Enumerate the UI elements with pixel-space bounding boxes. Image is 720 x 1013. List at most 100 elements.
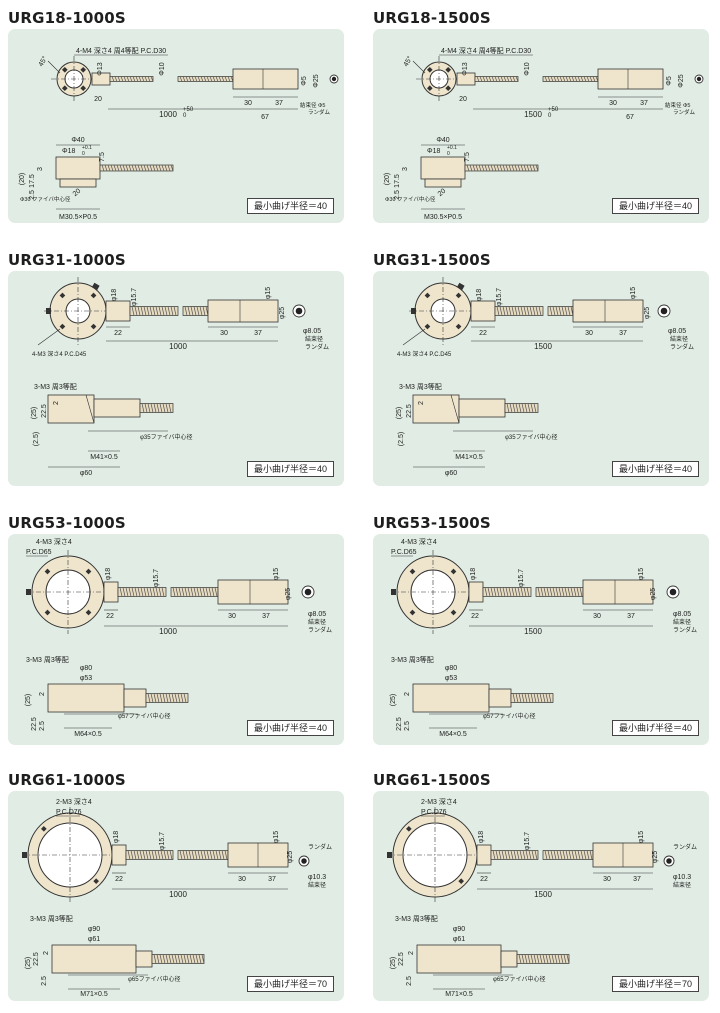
set-screw	[22, 852, 27, 858]
dim-d10: Φ10	[524, 62, 531, 75]
fiber-bundle-dot	[696, 76, 702, 82]
set-screw	[26, 589, 31, 595]
side-view-neck	[500, 950, 518, 968]
dim-d53: φ53	[445, 675, 457, 682]
dim-d18: φ18	[111, 289, 118, 301]
mount-screw	[61, 85, 68, 92]
dim-d157: φ15.7	[518, 569, 525, 587]
tolerance-plus: +50	[183, 107, 194, 113]
mount-screw	[424, 292, 431, 299]
mount-label: 4-M3 深さ4 P.C.D45	[397, 350, 452, 358]
dim-d25: φ25	[650, 588, 657, 600]
dim-d61: φ61	[88, 936, 100, 943]
mount-label: 4-M4 深さ4 周4等配 P.C.D30	[76, 46, 166, 55]
dim-d18: φ18	[470, 568, 477, 580]
flexible-tube	[474, 76, 519, 82]
mount-label: 4-M3 深さ4	[401, 537, 437, 546]
side-screw-label: 3-M3 周3等配	[26, 655, 69, 664]
dim-d15: φ15	[273, 831, 280, 843]
angle-line	[412, 60, 426, 74]
dim-h225: 22.5	[33, 952, 40, 966]
flexible-tube	[139, 403, 174, 413]
model-title: URG53-1000S	[8, 514, 126, 532]
tube-ridges	[119, 587, 165, 597]
random-label: ランダム	[308, 843, 332, 851]
min-bend-radius-label: 最小曲げ半径＝40	[611, 461, 699, 477]
fiber-label: 結束径 Φ5	[300, 101, 325, 109]
random-label: ランダム	[673, 108, 696, 116]
dim-d18: φ18	[105, 568, 112, 580]
random-label: ランダム	[308, 108, 331, 116]
thread-label: M41×0.5	[455, 454, 483, 461]
fiber-label: φ8.05	[303, 328, 321, 335]
fiber-bundle-dot	[666, 858, 672, 864]
tube-ridges	[484, 587, 530, 597]
tube-ridges	[141, 403, 172, 413]
dim-d25: φ25	[287, 851, 294, 863]
side-view-neck	[123, 688, 147, 708]
dim-d25: φ25	[644, 307, 651, 319]
side-view-lens	[424, 178, 462, 188]
dim-d53: φ53	[80, 675, 92, 682]
dim-67: 67	[626, 114, 634, 121]
dim-20-side: 20	[437, 188, 448, 198]
thread-label: M30.5×P0.5	[59, 214, 97, 221]
dim-37: 37	[640, 100, 648, 107]
dim-22: 22	[471, 613, 479, 620]
thread-label: M71×0.5	[445, 991, 473, 998]
dim-d40: Φ40	[71, 137, 84, 144]
min-bend-radius-label: 最小曲げ半径＝40	[246, 720, 334, 736]
side-view-body	[412, 683, 490, 713]
random-label: ランダム	[670, 343, 694, 351]
dim-h25: 2.5	[394, 190, 401, 200]
side-view-lens	[59, 178, 97, 188]
flexible-tube	[125, 850, 174, 860]
mount-screw	[90, 323, 97, 330]
leader-line	[402, 328, 426, 346]
dim-d5: Φ5	[666, 76, 673, 86]
random-label: ランダム	[308, 626, 332, 634]
fiber-label: 結束径 Φ5	[665, 101, 690, 109]
set-screw	[46, 308, 51, 314]
dim-37: 37	[633, 876, 641, 883]
model-title: URG31-1000S	[8, 251, 126, 269]
dim-h225: 22.5	[396, 717, 403, 731]
side-screw-label: 3-M3 周3等配	[395, 914, 438, 923]
side-view-neck	[458, 398, 506, 418]
dim-20-side: 20	[72, 188, 83, 198]
dim-h2: 2	[408, 951, 415, 955]
dim-d18: Φ18	[427, 148, 440, 155]
tube-ridges	[172, 587, 218, 597]
thread-label: M64×0.5	[439, 731, 467, 738]
side-view-body	[420, 156, 466, 180]
mount-screw	[455, 323, 462, 330]
fiber-bundle-dot	[660, 307, 668, 315]
dim-d25: Φ25	[678, 74, 685, 87]
dim-d80: φ80	[80, 665, 92, 672]
mount-label: 2-M3 深さ4	[421, 797, 457, 806]
set-screw	[391, 589, 396, 595]
dim-h2: 2	[418, 401, 425, 405]
tube-ridges	[476, 76, 519, 82]
dim-h17: 17.5	[29, 174, 36, 188]
collar	[105, 300, 131, 322]
fin-tol-minus: 0	[82, 151, 85, 157]
dim-h25b: (2.5)	[33, 432, 40, 446]
mount-screw	[458, 878, 464, 884]
dim-d15: φ15	[273, 568, 280, 580]
tube-ridges	[153, 954, 205, 964]
dim-30: 30	[593, 613, 601, 620]
side-view-neck	[488, 688, 512, 708]
dim-22: 22	[479, 330, 487, 337]
